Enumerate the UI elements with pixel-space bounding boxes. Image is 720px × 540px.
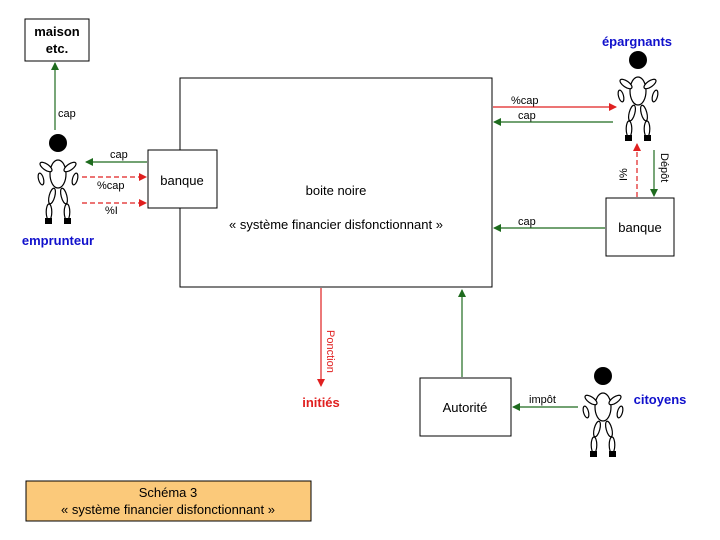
- label-cap-banque-right: cap: [518, 216, 536, 228]
- maison-node: maison etc.: [24, 18, 90, 62]
- emprunteur-figure-icon: [36, 133, 80, 225]
- inities-label: initiés: [302, 395, 340, 410]
- black-box-title: boite noire: [306, 183, 367, 198]
- citoyens-figure-icon: [581, 366, 625, 458]
- label-pct-i-right: I%: [618, 168, 630, 181]
- banque-right-label: banque: [618, 220, 661, 235]
- epargnants-figure-icon: [616, 50, 660, 142]
- emprunteur-label: emprunteur: [22, 233, 94, 248]
- label-cap-maison: cap: [58, 108, 76, 120]
- label-cap-to-emprunteur: cap: [110, 149, 128, 161]
- black-box-subtitle: « système financier disfonctionnant »: [229, 217, 443, 232]
- caption-box: Schéma 3 « système financier disfonction…: [25, 480, 312, 522]
- maison-label: maison: [34, 24, 80, 39]
- citoyens-label: citoyens: [634, 392, 687, 407]
- label-pct-cap-epargnants: %cap: [511, 95, 539, 107]
- banque-left-node: banque: [147, 149, 218, 209]
- label-cap-epargnants: cap: [518, 110, 536, 122]
- banque-right-node: banque: [605, 197, 675, 257]
- caption-line1: Schéma 3: [139, 485, 198, 500]
- maison-label-line2: etc.: [46, 41, 68, 56]
- autorite-node: Autorité: [419, 377, 512, 437]
- black-box-node: boite noire « système financier disfonct…: [179, 77, 493, 288]
- caption-line2: « système financier disfonctionnant »: [61, 502, 275, 517]
- autorite-label: Autorité: [443, 400, 488, 415]
- label-ponction: Ponction: [324, 330, 336, 373]
- banque-left-label: banque: [160, 173, 203, 188]
- label-pct-cap-left: %cap: [97, 180, 125, 192]
- label-depot: Dépôt: [658, 153, 670, 182]
- epargnants-label: épargnants: [602, 34, 672, 49]
- label-pct-i-left: %I: [105, 205, 118, 217]
- label-impot: impôt: [529, 394, 556, 406]
